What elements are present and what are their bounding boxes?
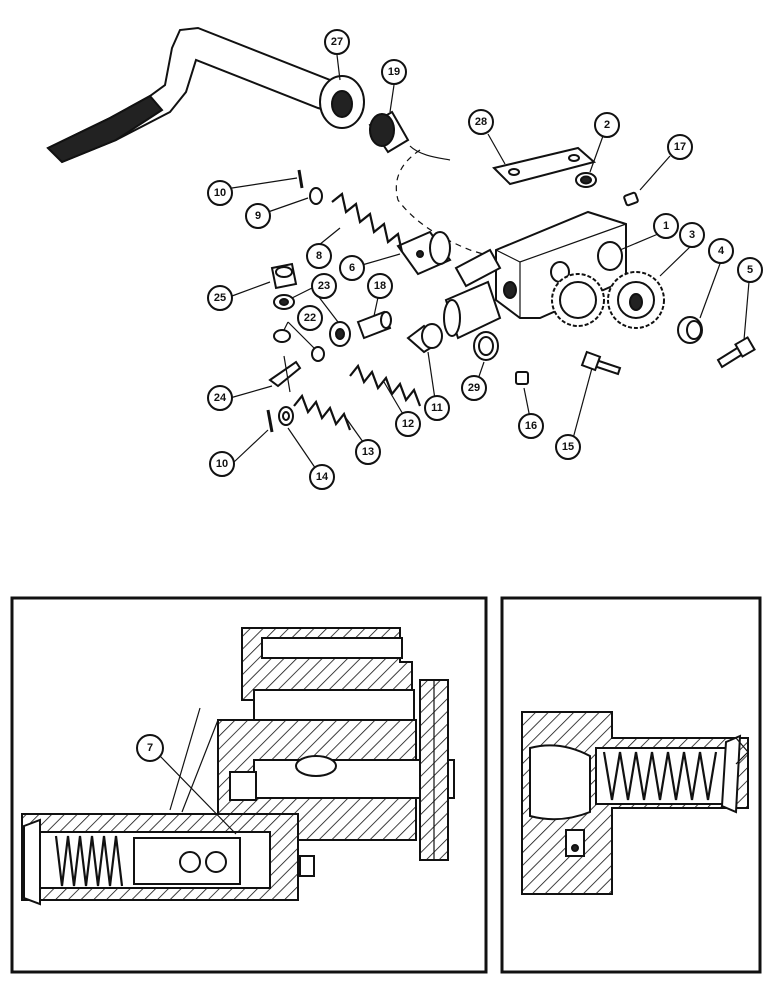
bushing-2 xyxy=(575,172,597,188)
callout-3: 3 xyxy=(679,222,705,248)
callout-label: 2 xyxy=(604,119,610,131)
callout-label: 16 xyxy=(525,420,537,432)
callout-label: 10 xyxy=(214,187,226,199)
callout-label: 22 xyxy=(304,312,316,324)
callout-10-top: 10 xyxy=(207,180,233,206)
valve-sleeve-6 xyxy=(396,230,452,276)
plug-17 xyxy=(623,191,639,207)
callout-25: 25 xyxy=(207,285,233,311)
callout-12: 12 xyxy=(395,411,421,437)
cap-4 xyxy=(677,316,703,344)
callout-label: 15 xyxy=(562,441,574,453)
callout-label: 17 xyxy=(674,141,686,153)
callout-5: 5 xyxy=(737,257,763,283)
fitting-18 xyxy=(356,310,392,340)
pump-gears xyxy=(551,271,665,329)
spring-13 xyxy=(293,393,352,431)
callout-label: 13 xyxy=(362,446,374,458)
bolt-15 xyxy=(580,350,622,376)
callout-17: 17 xyxy=(667,134,693,160)
callout-label: 25 xyxy=(214,292,226,304)
exploded-view xyxy=(46,26,756,433)
callout-24: 24 xyxy=(207,385,233,411)
bolt-5 xyxy=(716,336,756,369)
callout-23: 23 xyxy=(311,273,337,299)
callout-label: 7 xyxy=(147,742,153,754)
callout-label: 28 xyxy=(475,116,487,128)
plug-16 xyxy=(515,371,529,385)
section-view-right xyxy=(500,596,762,974)
fitting-19 xyxy=(368,110,497,259)
callout-1: 1 xyxy=(653,213,679,239)
washer-14 xyxy=(278,406,294,426)
callout-13: 13 xyxy=(355,439,381,465)
callout-label: 11 xyxy=(431,402,443,414)
callout-19: 19 xyxy=(381,59,407,85)
callout-label: 24 xyxy=(214,392,227,404)
callout-label: 5 xyxy=(747,264,753,276)
callout-label: 6 xyxy=(349,262,355,274)
callout-label: 4 xyxy=(718,245,725,257)
callout-label: 12 xyxy=(402,418,414,430)
callout-label: 1 xyxy=(663,220,669,232)
callout-label: 9 xyxy=(255,210,261,222)
cotter-pin-10-bottom xyxy=(266,409,274,433)
o-ring-29 xyxy=(473,331,499,361)
cotter-pin-10-top xyxy=(297,169,304,189)
callout-9: 9 xyxy=(245,203,271,229)
callout-label: 23 xyxy=(318,280,330,292)
callout-label: 19 xyxy=(388,66,400,78)
callout-7: 7 xyxy=(136,734,164,762)
pin-24 xyxy=(268,355,302,393)
callout-29: 29 xyxy=(461,375,487,401)
fitting-25 xyxy=(270,262,298,290)
callout-label: 27 xyxy=(331,36,343,48)
section-view-left xyxy=(10,596,488,974)
callout-label: 14 xyxy=(316,471,329,483)
spring-8 xyxy=(331,192,404,253)
nut-23 xyxy=(273,294,351,347)
callout-28: 28 xyxy=(468,109,494,135)
callout-16: 16 xyxy=(518,413,544,439)
callout-2: 2 xyxy=(594,112,620,138)
plunger-11 xyxy=(406,323,443,354)
callout-22: 22 xyxy=(297,305,323,331)
nut-22 xyxy=(273,329,325,362)
callout-6: 6 xyxy=(339,255,365,281)
pump-body xyxy=(443,210,627,340)
callout-label: 3 xyxy=(689,229,695,241)
callout-27: 27 xyxy=(324,29,350,55)
washer-9 xyxy=(309,187,323,205)
callout-label: 29 xyxy=(468,382,480,394)
callout-14: 14 xyxy=(309,464,335,490)
callout-10-bottom: 10 xyxy=(209,451,235,477)
callout-15: 15 xyxy=(555,434,581,460)
callout-4: 4 xyxy=(708,238,734,264)
oil-pickup-tube xyxy=(46,26,365,164)
callout-label: 10 xyxy=(216,458,228,470)
callout-label: 8 xyxy=(316,250,322,262)
callout-label: 18 xyxy=(374,280,386,292)
callout-8: 8 xyxy=(306,243,332,269)
callout-11: 11 xyxy=(424,395,450,421)
callout-18: 18 xyxy=(367,273,393,299)
spring-12 xyxy=(349,363,422,407)
